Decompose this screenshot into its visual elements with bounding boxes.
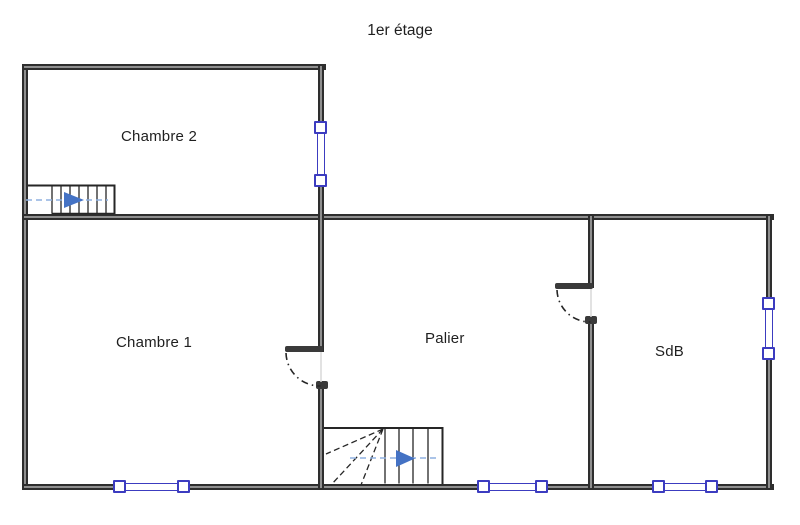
room-label-chambre2: Chambre 2 (121, 128, 198, 145)
window-frame-square (762, 297, 775, 310)
room-label-sdb: SdB (655, 343, 684, 360)
window-frame-square (314, 121, 327, 134)
room-label-palier: Palier (425, 330, 465, 347)
stair-direction-arrow-icon (64, 192, 84, 208)
window-frame-square (652, 480, 665, 493)
staircase-upper-outline (28, 184, 116, 214)
window-frame-square (314, 174, 327, 187)
window-frame-square (705, 480, 718, 493)
window-frame-square (177, 480, 190, 493)
window-frame-square (113, 480, 126, 493)
door-chambre1-swing-arc (285, 352, 321, 387)
window-glazing (124, 483, 180, 491)
door-chambre1-jamb-cap (316, 381, 328, 389)
window-glazing (317, 131, 325, 177)
window-glazing (487, 483, 539, 491)
room-label-chambre1: Chambre 1 (116, 334, 193, 351)
floor-title: 1er étage (367, 22, 433, 39)
wall-middle-horizontal (22, 214, 774, 220)
window-frame-square (762, 347, 775, 360)
door-sdb-leaf (555, 283, 593, 289)
window-frame-square (477, 480, 490, 493)
staircase-lower-outline (324, 427, 444, 484)
window-glazing (765, 307, 773, 350)
wall-exterior-top (22, 64, 326, 70)
window-glazing (662, 483, 710, 491)
staircase-lower-winder-lines (325, 428, 384, 486)
door-chambre1-leaf (285, 346, 323, 352)
door-sdb-swing-arc (556, 289, 591, 323)
door-sdb-jamb-cap (585, 316, 597, 324)
window-frame-square (535, 480, 548, 493)
staircase-upper (26, 184, 116, 215)
stair-direction-arrow-icon (396, 450, 415, 467)
staircase-lower (324, 427, 444, 486)
wall-exterior-bottom (22, 484, 774, 490)
